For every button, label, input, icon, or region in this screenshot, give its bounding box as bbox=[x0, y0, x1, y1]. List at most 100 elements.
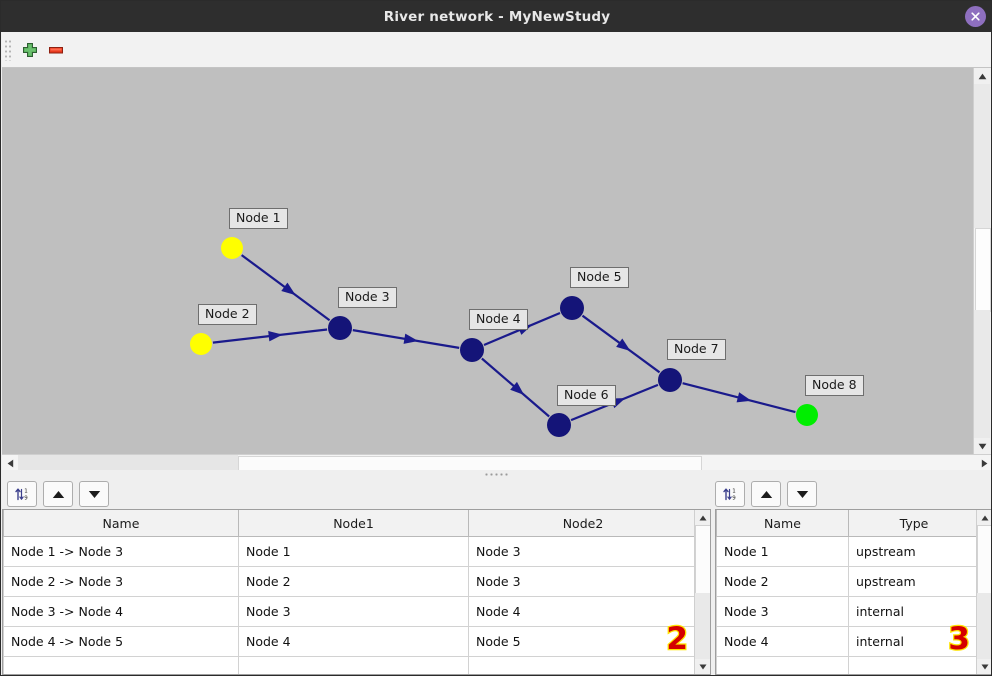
table-cell[interactable]: Node 5 bbox=[468, 626, 697, 657]
nodes-scroll-thumb[interactable] bbox=[977, 525, 991, 595]
node-label-node6[interactable]: Node 6 bbox=[557, 385, 616, 406]
links-sort-button[interactable]: 1 9 bbox=[7, 481, 37, 507]
close-button[interactable] bbox=[965, 6, 986, 27]
nodes-table-row[interactable] bbox=[716, 656, 979, 674]
column-header-type[interactable]: Type bbox=[848, 510, 979, 537]
table-cell[interactable]: Node 3 bbox=[716, 596, 849, 627]
table-cell[interactable] bbox=[716, 656, 849, 674]
add-node-button[interactable] bbox=[17, 37, 43, 63]
toolbar-drag-handle[interactable] bbox=[4, 38, 13, 61]
table-cell[interactable]: Node 4 bbox=[468, 596, 697, 627]
table-cell[interactable]: Node 3 bbox=[238, 596, 469, 627]
table-cell[interactable]: Node 4 bbox=[238, 626, 469, 657]
table-cell[interactable]: upstream bbox=[848, 566, 979, 597]
scroll-track-lower[interactable] bbox=[974, 310, 990, 438]
nodes-move-up-button[interactable] bbox=[751, 481, 781, 507]
column-header-name[interactable]: Name bbox=[716, 510, 849, 537]
links-scroll-up-button[interactable] bbox=[695, 510, 710, 525]
node-label-node4[interactable]: Node 4 bbox=[469, 309, 528, 330]
table-cell[interactable] bbox=[848, 656, 979, 674]
nodes-table-scrollbar[interactable] bbox=[976, 510, 991, 674]
links-move-up-button[interactable] bbox=[43, 481, 73, 507]
nodes-scroll-down-button[interactable] bbox=[977, 659, 991, 674]
splitter-grip-icon bbox=[484, 473, 510, 476]
node-node2[interactable] bbox=[190, 333, 212, 355]
links-scroll-down-button[interactable] bbox=[695, 659, 710, 674]
scroll-down-button[interactable] bbox=[974, 438, 990, 454]
scroll-right-button[interactable] bbox=[976, 455, 991, 471]
column-header-node1[interactable]: Node1 bbox=[238, 510, 469, 537]
table-cell[interactable]: Node 3 bbox=[468, 536, 697, 567]
table-cell[interactable] bbox=[238, 656, 469, 674]
table-cell[interactable]: Node 2 bbox=[716, 566, 849, 597]
table-cell[interactable]: Node 4 -> Node 5 bbox=[3, 626, 239, 657]
node-node6[interactable] bbox=[547, 413, 571, 437]
node-label-node2[interactable]: Node 2 bbox=[198, 304, 257, 325]
table-cell[interactable]: Node 1 -> Node 3 bbox=[3, 536, 239, 567]
nodes-move-down-button[interactable] bbox=[787, 481, 817, 507]
scroll-left-button[interactable] bbox=[2, 455, 18, 471]
links-table-scrollbar[interactable] bbox=[694, 510, 710, 674]
network-canvas-viewport[interactable]: Node 1 Node 2 Node 3 Node 4 Node 5 Node 6 Node… bbox=[2, 68, 991, 454]
column-header-name[interactable]: Name bbox=[3, 510, 239, 537]
links-table-toolbar: 1 9 bbox=[7, 479, 109, 509]
canvas-scroll-thumb[interactable] bbox=[975, 228, 991, 312]
node-label-node3[interactable]: Node 3 bbox=[338, 287, 397, 308]
links-scroll-track[interactable] bbox=[695, 593, 710, 659]
node-node3[interactable] bbox=[328, 316, 352, 340]
table-cell[interactable]: internal bbox=[848, 626, 979, 657]
table-cell[interactable]: upstream bbox=[848, 536, 979, 567]
node-label-node1[interactable]: Node 1 bbox=[229, 208, 288, 229]
nodes-sort-button[interactable]: 1 9 bbox=[715, 481, 745, 507]
panel-splitter-horizontal[interactable] bbox=[2, 470, 991, 479]
table-cell[interactable]: Node 2 -> Node 3 bbox=[3, 566, 239, 597]
node-node1[interactable] bbox=[221, 237, 243, 259]
nodes-scroll-track[interactable] bbox=[977, 593, 991, 659]
table-cell[interactable]: Node 1 bbox=[716, 536, 849, 567]
triangle-down-icon bbox=[88, 490, 101, 499]
links-scroll-thumb[interactable] bbox=[695, 525, 710, 595]
table-cell[interactable]: Node 3 -> Node 4 bbox=[3, 596, 239, 627]
scroll-track-upper[interactable] bbox=[974, 84, 990, 228]
node-node7[interactable] bbox=[658, 368, 682, 392]
links-move-down-button[interactable] bbox=[79, 481, 109, 507]
table-cell[interactable]: Node 3 bbox=[468, 566, 697, 597]
table-cell[interactable]: Node 2 bbox=[238, 566, 469, 597]
node-node5[interactable] bbox=[560, 296, 584, 320]
table-cell[interactable] bbox=[468, 656, 697, 674]
column-header-node2[interactable]: Node2 bbox=[468, 510, 697, 537]
node-node8[interactable] bbox=[796, 404, 818, 426]
node-label-node5[interactable]: Node 5 bbox=[570, 267, 629, 288]
scroll-up-button[interactable] bbox=[974, 68, 990, 84]
canvas-horizontal-scrollbar[interactable] bbox=[2, 454, 991, 472]
node-label-node8[interactable]: Node 8 bbox=[805, 375, 864, 396]
scroll-track-left[interactable] bbox=[18, 455, 238, 471]
network-diagram[interactable]: Node 1 Node 2 Node 3 Node 4 Node 5 Node 6 Node… bbox=[2, 68, 976, 454]
node-label-node7[interactable]: Node 7 bbox=[667, 339, 726, 360]
table-cell[interactable]: Node 1 bbox=[238, 536, 469, 567]
table-cell[interactable] bbox=[3, 656, 239, 674]
node-node4[interactable] bbox=[460, 338, 484, 362]
remove-node-button[interactable] bbox=[43, 37, 69, 63]
table-cell[interactable]: Node 4 bbox=[716, 626, 849, 657]
links-table-row[interactable] bbox=[3, 656, 697, 674]
tables-section: 1 9 bbox=[2, 479, 991, 675]
title-bar: River network - MyNewStudy bbox=[1, 1, 991, 32]
sort-icon: 1 9 bbox=[14, 486, 30, 502]
nodes-scroll-up-button[interactable] bbox=[977, 510, 991, 525]
canvas-vertical-scrollbar[interactable] bbox=[973, 68, 991, 454]
